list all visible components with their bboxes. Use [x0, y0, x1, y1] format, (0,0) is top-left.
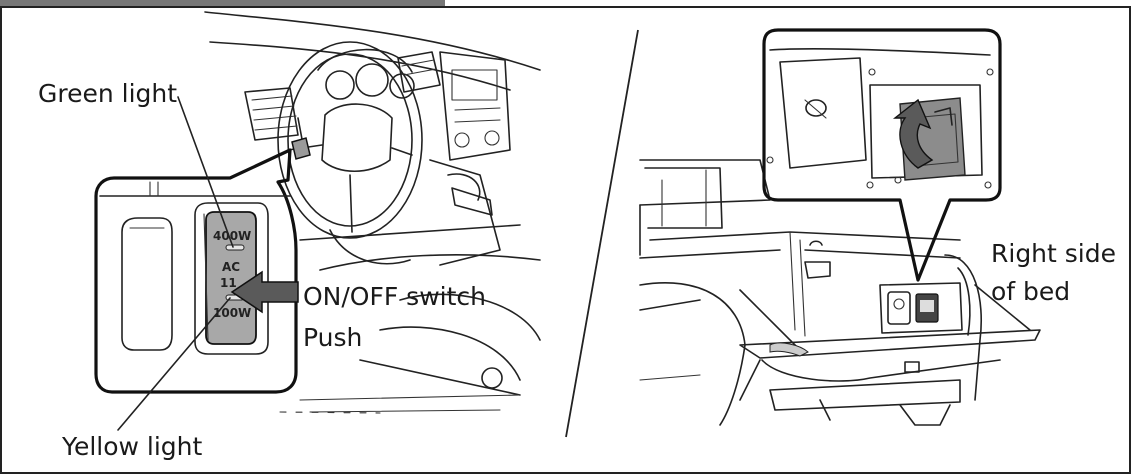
label-green-light: Green light — [38, 79, 177, 108]
switch-callout: 400W AC 11 100W — [96, 150, 298, 392]
label-right-side-line2: of bed — [991, 277, 1070, 306]
label-on-off-switch: ON/OFF switch — [303, 282, 486, 311]
green-light-indicator — [226, 245, 244, 250]
yellow-light-leader — [118, 298, 230, 430]
outlet-callout — [764, 30, 1000, 280]
label-push: Push — [303, 323, 362, 352]
switch-100w-text: 100W — [213, 306, 251, 320]
switch-400w-text: 400W — [213, 229, 251, 243]
label-right-side-line1: Right side — [991, 239, 1116, 268]
panel-divider — [566, 30, 638, 437]
dashboard-illustration — [205, 12, 540, 413]
switch-voltage-text: 11 — [220, 276, 237, 290]
label-yellow-light: Yellow light — [61, 432, 203, 461]
switch-ac-text: AC — [222, 260, 240, 274]
header-tab — [0, 0, 445, 7]
